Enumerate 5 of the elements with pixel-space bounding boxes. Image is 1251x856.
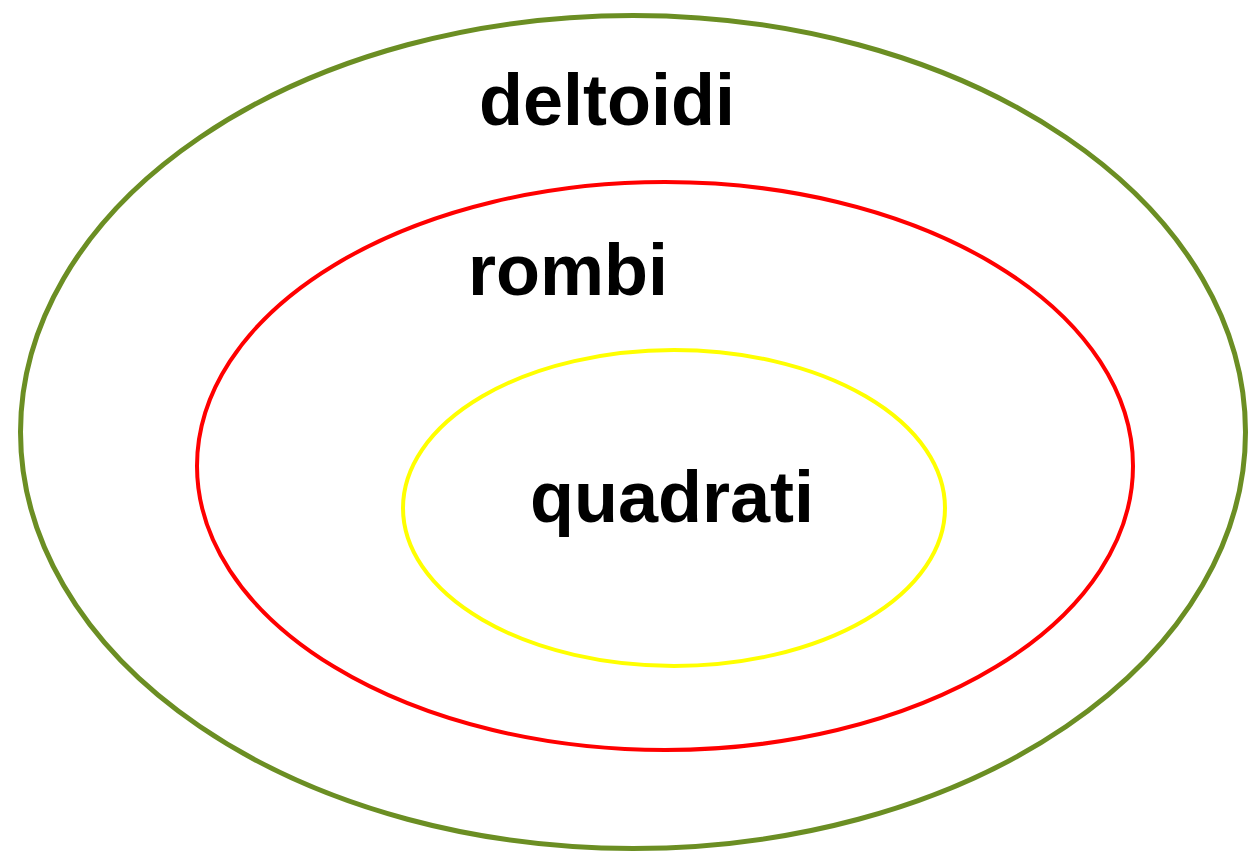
set-label: deltoidi [479, 64, 735, 136]
set-ellipse [401, 348, 947, 668]
set-ellipse [195, 180, 1135, 752]
set-ellipse [18, 13, 1248, 851]
set-label: rombi [468, 234, 668, 306]
